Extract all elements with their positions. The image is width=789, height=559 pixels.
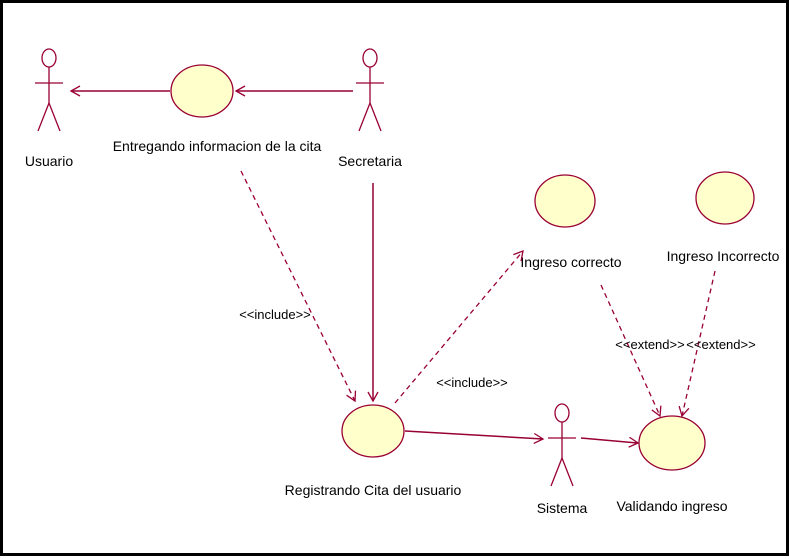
association-registrando-sistema[interactable]	[404, 430, 545, 445]
stereotype-include-right: <<include>>	[436, 375, 508, 390]
usecase-registrando[interactable]	[341, 404, 405, 458]
stereotype-extend-left: <<extend>>	[615, 337, 684, 352]
usecase-entregando[interactable]	[170, 64, 234, 118]
usecase-ingreso-correcto-label: Ingreso correcto	[520, 254, 621, 270]
usecase-entregando-label: Entregando informacion de la cita	[113, 138, 322, 154]
actor-sistema[interactable]	[548, 403, 576, 487]
usecase-ingreso-correcto[interactable]	[534, 174, 596, 228]
dependency-include-entregando-registrando[interactable]	[240, 170, 357, 403]
actor-sistema-label: Sistema	[537, 500, 588, 516]
usecase-ingreso-incorrecto[interactable]	[695, 171, 755, 225]
stereotype-include-left: <<include>>	[239, 307, 311, 322]
usecase-ingreso-incorrecto-label: Ingreso Incorrecto	[667, 248, 780, 264]
actor-secretaria-label: Secretaria	[338, 153, 402, 169]
use-case-diagram: Usuario Secretaria Sistema Entregando in…	[25, 48, 780, 516]
dependency-extend-ingreso-incorrecto[interactable]	[678, 270, 716, 418]
stereotype-extend-right: <<extend>>	[686, 337, 755, 352]
usecase-validando[interactable]	[638, 415, 706, 471]
usecase-registrando-label: Registrando Cita del usuario	[285, 482, 462, 498]
actor-secretaria[interactable]	[356, 48, 384, 132]
dependency-extend-ingreso-correcto[interactable]	[600, 284, 662, 418]
actor-usuario[interactable]	[35, 48, 63, 132]
association-sistema-validando[interactable]	[580, 436, 640, 448]
actor-usuario-label: Usuario	[25, 153, 73, 169]
dependency-include-registrando-ingreso-correcto[interactable]	[394, 249, 524, 404]
usecase-validando-label: Validando ingreso	[616, 498, 727, 514]
